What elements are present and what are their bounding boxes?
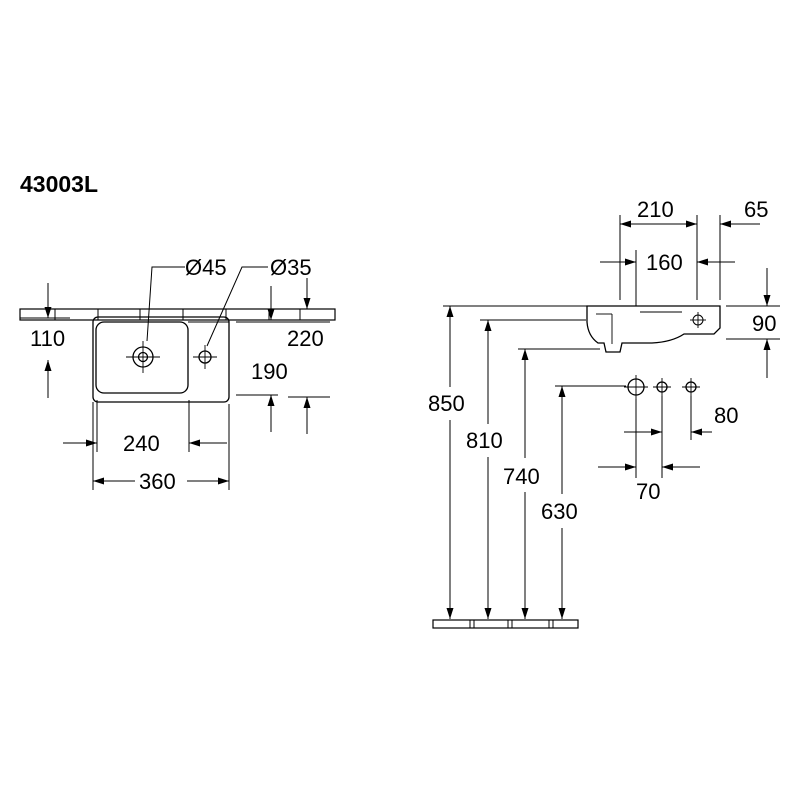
dim-label-70: 70 [636, 479, 660, 504]
dim-label-630: 630 [541, 499, 578, 524]
floor-strip [432, 619, 579, 629]
side-view: 210 65 160 90 [428, 197, 780, 629]
dim-label-160: 160 [646, 250, 683, 275]
tap-hole-diameter-label: Ø35 [270, 255, 312, 280]
dim-label-80: 80 [714, 403, 738, 428]
basin-outline [92, 316, 230, 403]
basin-bowl [95, 321, 189, 394]
dim-65: 65 [719, 197, 768, 300]
dim-label-810: 810 [466, 428, 503, 453]
dim-label-360: 360 [139, 469, 176, 494]
basin-side-profile [586, 305, 721, 353]
dim-160: 160 [600, 250, 735, 306]
dim-360: 360 [92, 402, 230, 494]
dim-label-850: 850 [428, 391, 465, 416]
dim-110: 110 [20, 283, 70, 398]
waste-hole-diameter-label: Ø45 [185, 255, 227, 280]
dim-810: 810 [466, 320, 503, 619]
waste-hole [126, 341, 160, 373]
wall-strip [19, 308, 336, 321]
dim-label-240: 240 [123, 431, 160, 456]
dim-80: 80 [624, 396, 738, 440]
model-code: 43003L [20, 171, 98, 197]
dim-850: 850 [428, 306, 465, 619]
dim-label-190: 190 [251, 359, 288, 384]
dim-740: 740 [503, 349, 540, 619]
dim-label-110: 110 [30, 326, 65, 351]
waste-fittings [624, 375, 700, 399]
dim-240: 240 [63, 400, 227, 456]
top-view: Ø45 Ø35 110 220 [19, 255, 336, 494]
dim-630: 630 [541, 386, 578, 619]
tap-hole [193, 345, 217, 369]
dim-210: 210 [619, 197, 698, 300]
dim-190: 190 [236, 359, 330, 434]
dim-label-65: 65 [744, 197, 768, 222]
dim-220: 220 [236, 278, 330, 351]
dim-label-90: 90 [752, 311, 776, 336]
dim-label-210: 210 [637, 197, 674, 222]
dim-70: 70 [598, 399, 700, 504]
dim-90: 90 [726, 268, 780, 378]
dim-label-740: 740 [503, 464, 540, 489]
dim-label-220: 220 [287, 326, 324, 351]
